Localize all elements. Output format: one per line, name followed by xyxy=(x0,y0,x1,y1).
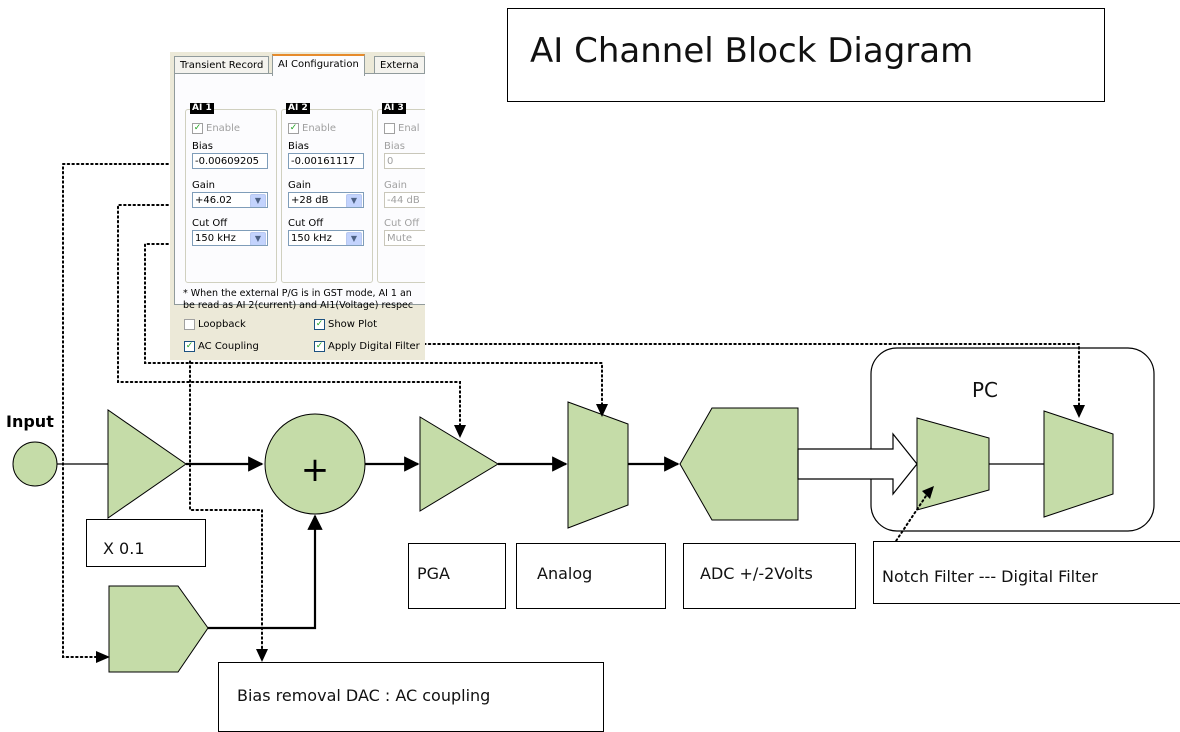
input-label: Input xyxy=(6,412,54,431)
tab-strip: Transient Record AI Configuration Extern… xyxy=(174,54,425,76)
analog-filter-block xyxy=(567,401,629,529)
gain-label: Gain xyxy=(192,180,215,191)
note-line-2: be read as AI 2(current) and AI1(Voltage… xyxy=(183,300,414,311)
bias-dac-label: Bias removal DAC : AC coupling xyxy=(237,686,491,705)
arrowhead-digital-filter xyxy=(1073,405,1085,418)
cutoff-label: Cut Off xyxy=(288,218,324,229)
x01-label-box: X 0.1 xyxy=(86,519,206,567)
arrowhead-bias-label xyxy=(256,649,268,662)
ac-coupling-label: AC Coupling xyxy=(198,341,259,352)
bias-input[interactable]: 0 xyxy=(384,153,425,169)
diagram-title: AI Channel Block Diagram xyxy=(507,8,1105,102)
arrowhead-pga xyxy=(454,425,466,438)
notch-filter-block xyxy=(916,417,990,511)
arrowhead-bias-dac xyxy=(96,651,110,663)
checkbox-box[interactable]: ✓ xyxy=(184,340,195,352)
tab-body: AI 1 ✓Enable Bias -0.00609205 Gain +46.0… xyxy=(174,73,425,311)
enable-checkbox[interactable]: ✓Enable xyxy=(192,122,240,135)
ac-coupling-checkbox[interactable]: ✓AC Coupling xyxy=(184,340,259,354)
chevron-down-icon[interactable]: ▼ xyxy=(346,232,362,245)
tab-ai-configuration[interactable]: AI Configuration xyxy=(272,54,365,76)
pc-group-box xyxy=(870,347,1155,532)
channel-title: AI 1 xyxy=(190,103,214,114)
gain-value: +28 dB xyxy=(291,195,329,206)
filters-label: Notch Filter --- Digital Filter xyxy=(882,567,1098,586)
enable-label: Enable xyxy=(206,123,241,134)
cutoff-label: Cut Off xyxy=(192,218,228,229)
enable-checkbox[interactable]: ✓Enable xyxy=(288,122,336,135)
apply-digital-filter-checkbox[interactable]: ✓Apply Digital Filter xyxy=(314,340,420,354)
checkbox-box[interactable] xyxy=(184,318,195,330)
checkbox-box[interactable]: ✓ xyxy=(314,340,325,352)
gain-select[interactable]: +28 dB ▼ xyxy=(288,192,364,208)
pc-label: PC xyxy=(972,378,999,402)
adc-block xyxy=(679,407,799,521)
gain-label: Gain xyxy=(384,180,407,191)
enable-checkbox[interactable]: Enal xyxy=(384,122,420,135)
chevron-down-icon[interactable]: ▼ xyxy=(250,194,266,207)
pga-label: PGA xyxy=(417,564,450,583)
checkbox-box[interactable]: ✓ xyxy=(288,122,299,134)
ai-configuration-panel: Transient Record AI Configuration Extern… xyxy=(170,52,425,360)
channel-title: AI 2 xyxy=(286,103,310,114)
analog-label: Analog xyxy=(537,564,593,583)
digital-filter-block xyxy=(1043,410,1114,518)
tab-external[interactable]: Externa xyxy=(374,56,425,74)
filters-label-box: Notch Filter --- Digital Filter xyxy=(873,541,1180,604)
loopback-label: Loopback xyxy=(198,319,246,330)
arrowhead-notch-filter xyxy=(922,486,934,499)
cutoff-value: 150 kHz xyxy=(291,233,332,244)
bias-dac-label-box: Bias removal DAC : AC coupling xyxy=(218,662,604,732)
arrowhead-analog xyxy=(596,404,608,417)
checkbox-box[interactable]: ✓ xyxy=(192,122,203,134)
note-line-1: * When the external P/G is in GST mode, … xyxy=(183,288,412,299)
tab-transient-record[interactable]: Transient Record xyxy=(174,56,270,74)
bias-dac-block xyxy=(108,585,209,673)
analog-label-box: Analog xyxy=(516,543,666,609)
input-node xyxy=(12,441,58,487)
pga-amplifier xyxy=(419,416,499,512)
show-plot-checkbox[interactable]: ✓Show Plot xyxy=(314,318,377,332)
data-transfer-arrow xyxy=(797,432,918,496)
bias-input[interactable]: -0.00161117 xyxy=(288,153,364,169)
bias-label: Bias xyxy=(384,141,405,152)
gst-mode-note: * When the external P/G is in GST mode, … xyxy=(183,288,425,312)
gain-label: Gain xyxy=(288,180,311,191)
bias-label: Bias xyxy=(192,141,213,152)
cutoff-label: Cut Off xyxy=(384,218,420,229)
checkbox-box[interactable] xyxy=(384,122,395,134)
gain-value: +46.02 xyxy=(195,195,233,206)
loopback-checkbox[interactable]: Loopback xyxy=(184,318,246,332)
chevron-down-icon[interactable]: ▼ xyxy=(250,232,266,245)
cutoff-select[interactable]: 150 kHz ▼ xyxy=(288,230,364,246)
apply-digital-filter-label: Apply Digital Filter xyxy=(328,341,420,352)
chevron-down-icon[interactable]: ▼ xyxy=(346,194,362,207)
enable-label: Enal xyxy=(398,123,420,134)
checkbox-box[interactable]: ✓ xyxy=(314,318,325,330)
channel-group-ai2: AI 2 ✓Enable Bias -0.00161117 Gain +28 d… xyxy=(281,103,373,283)
enable-label: Enable xyxy=(302,123,337,134)
show-plot-label: Show Plot xyxy=(328,319,378,330)
x01-amplifier xyxy=(107,409,187,519)
cutoff-value: 150 kHz xyxy=(195,233,236,244)
gain-select[interactable]: -44 dB xyxy=(384,192,425,208)
channel-group-ai1: AI 1 ✓Enable Bias -0.00609205 Gain +46.0… xyxy=(185,103,277,283)
bias-input[interactable]: -0.00609205 xyxy=(192,153,268,169)
x01-label: X 0.1 xyxy=(103,539,145,558)
cutoff-select[interactable]: 150 kHz ▼ xyxy=(192,230,268,246)
adc-label-box: ADC +/-2Volts xyxy=(683,543,856,609)
gain-select[interactable]: +46.02 ▼ xyxy=(192,192,268,208)
bias-label: Bias xyxy=(288,141,309,152)
summer-plus: + xyxy=(301,450,330,490)
cutoff-select[interactable]: Mute xyxy=(384,230,425,246)
channel-title: AI 3 xyxy=(382,103,406,114)
pga-label-box: PGA xyxy=(408,543,506,609)
channel-group-ai3: AI 3 Enal Bias 0 Gain -44 dB Cut Off Mut… xyxy=(377,103,425,283)
block-diagram: + xyxy=(12,163,1155,673)
adc-label: ADC +/-2Volts xyxy=(700,564,813,583)
